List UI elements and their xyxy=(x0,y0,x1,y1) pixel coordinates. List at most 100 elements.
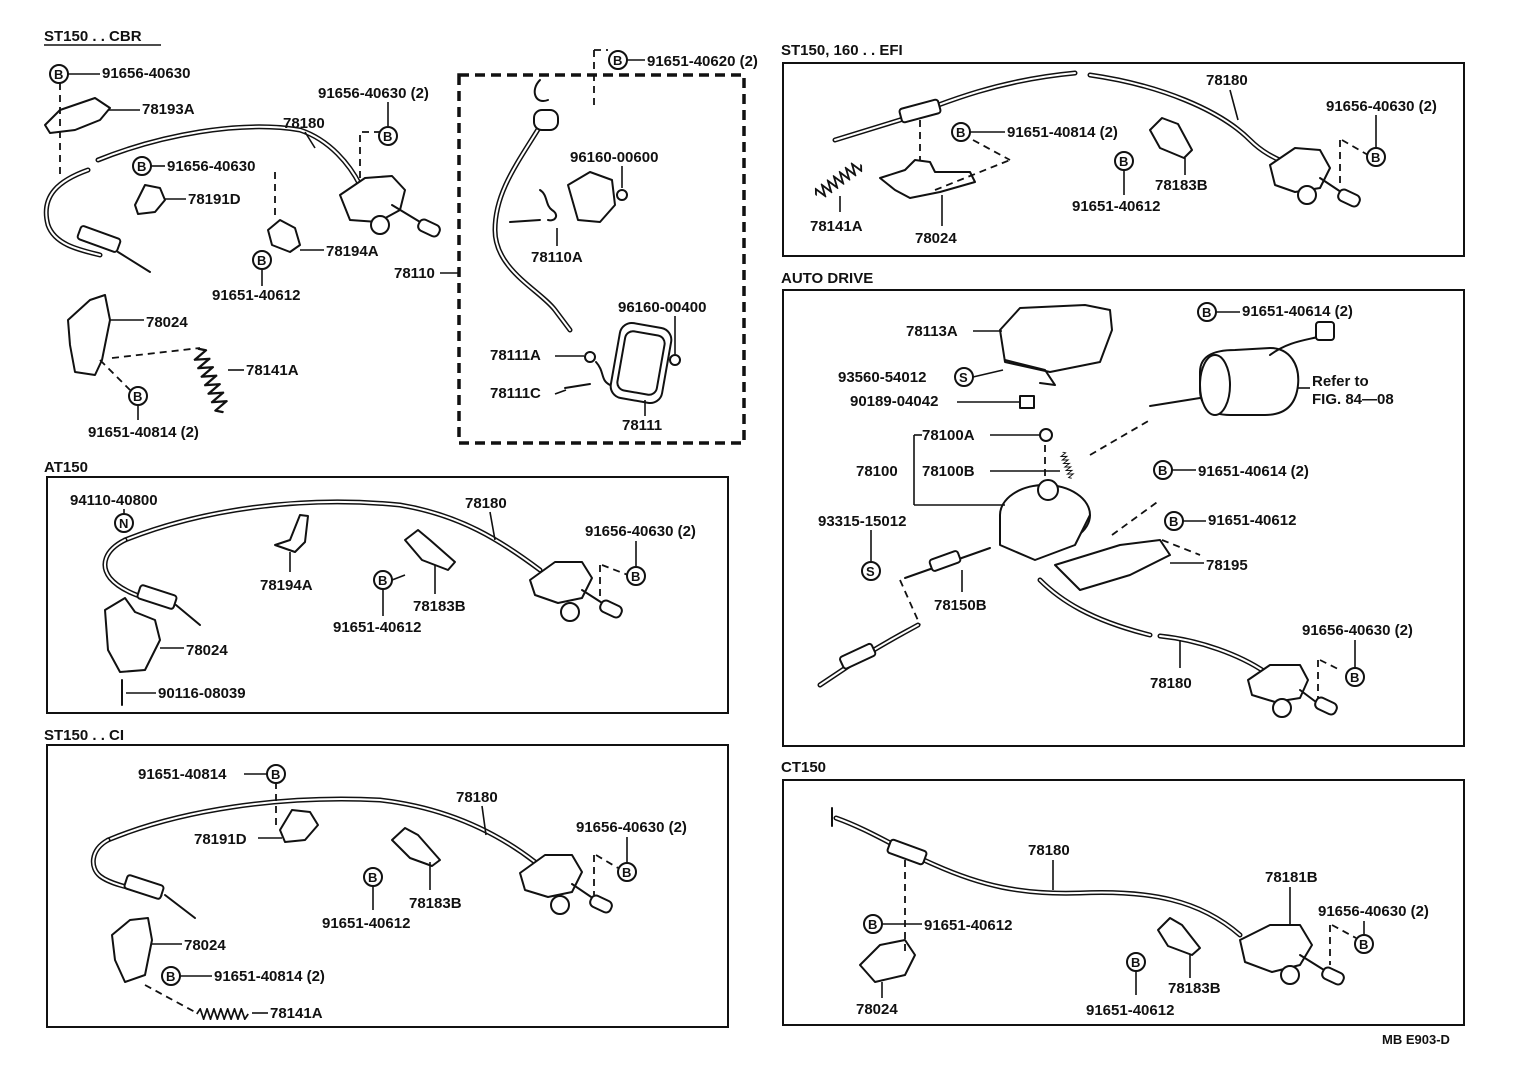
label-efi-91651-40612: 91651-40612 xyxy=(1072,198,1160,215)
label-ct150-91651-40612-b: 91651-40612 xyxy=(1086,1002,1174,1019)
svg-text:B: B xyxy=(1119,154,1128,169)
label-ci-78183b: 78183B xyxy=(409,895,462,912)
part-78193a xyxy=(44,97,111,134)
svg-text:B: B xyxy=(613,53,622,68)
part-cbr-bellcrank xyxy=(339,175,406,223)
section-title-auto-drive: AUTO DRIVE xyxy=(781,270,873,287)
frame-st150-ci xyxy=(46,744,729,1028)
label-at150-90116-08039: 90116-08039 xyxy=(158,685,246,702)
label-center-78111c: 78111C xyxy=(490,385,541,402)
svg-text:B: B xyxy=(1158,463,1167,478)
label-at150-78183b: 78183B xyxy=(413,598,466,615)
label-ci-91651-40612: 91651-40612 xyxy=(322,915,410,932)
frame-center-shift-lever xyxy=(457,73,746,445)
svg-text:B: B xyxy=(956,125,965,140)
part-efi-78183b xyxy=(1149,117,1193,159)
label-cbr-91651-40814-2: 91651-40814 (2) xyxy=(88,424,199,441)
svg-text:B: B xyxy=(1371,150,1380,165)
part-at150-78183b xyxy=(404,529,456,571)
label-at150-78194a: 78194A xyxy=(260,577,313,594)
label-auto-78100: 78100 xyxy=(856,463,898,480)
label-cbr-91656-40630: 91656-40630 xyxy=(102,65,190,82)
label-center-78110a: 78110A xyxy=(531,249,583,266)
label-ci-78180: 78180 xyxy=(456,789,498,806)
group-st150-ci: B B B B 91651-40814 78180 91656-40630 (2… xyxy=(90,764,687,1022)
svg-text:B: B xyxy=(133,389,142,404)
svg-text:B: B xyxy=(166,969,175,984)
group-ct150: B B B 78180 78181B 91656-40630 (2) 91651… xyxy=(831,807,1429,1019)
label-auto-78150b: 78150B xyxy=(934,597,987,614)
svg-text:B: B xyxy=(54,67,63,82)
svg-text:B: B xyxy=(622,865,631,880)
section-title-st150-ci: ST150 . . CI xyxy=(44,727,124,744)
svg-text:B: B xyxy=(1359,937,1368,952)
label-efi-78024: 78024 xyxy=(915,230,957,247)
label-ct150-78024: 78024 xyxy=(856,1001,898,1018)
label-auto-93315-15012: 93315-15012 xyxy=(818,513,906,530)
group-at150: N B B 94110-40800 78180 91656-40630 (2) … xyxy=(70,492,696,706)
label-auto-91651-40612: 91651-40612 xyxy=(1208,512,1296,529)
svg-text:B: B xyxy=(1202,305,1211,320)
label-ci-91656-40630-2: 91656-40630 (2) xyxy=(576,819,687,836)
label-efi-78183b: 78183B xyxy=(1155,177,1208,194)
svg-text:B: B xyxy=(868,917,877,932)
group-auto-drive: B S B B S B 78113A 91651-40614 (2) 93560… xyxy=(817,302,1413,718)
group-center-lever: B 91651-40620 (2) 96160-00600 78110A 781… xyxy=(394,49,758,434)
label-center-78110: 78110 xyxy=(394,265,435,282)
part-at150-78024 xyxy=(104,597,161,673)
label-ci-78024: 78024 xyxy=(184,937,226,954)
group-st150-efi: B B B 78180 91656-40630 (2) 91651-40814 … xyxy=(810,70,1437,247)
label-auto-refer-to: Refer to xyxy=(1312,373,1369,390)
frame-st150-efi xyxy=(782,62,1465,257)
label-auto-91651-40614-2b: 91651-40614 (2) xyxy=(1198,463,1309,480)
part-ci-78191d xyxy=(279,809,319,843)
label-center-96160-00400: 96160-00400 xyxy=(618,299,706,316)
svg-text:B: B xyxy=(1350,670,1359,685)
svg-text:N: N xyxy=(119,516,128,531)
section-title-st150-cbr: ST150 . . CBR xyxy=(44,28,142,45)
label-auto-78100b: 78100B xyxy=(922,463,975,480)
svg-text:B: B xyxy=(257,253,266,268)
part-at150-bellcrank xyxy=(529,561,593,604)
label-at150-91656-40630-2: 91656-40630 (2) xyxy=(585,523,696,540)
label-ci-78191d: 78191D xyxy=(194,831,247,848)
part-ct150-78024 xyxy=(859,939,916,983)
label-cbr-91651-40612: 91651-40612 xyxy=(212,287,300,304)
label-efi-78141a: 78141A xyxy=(810,218,863,235)
part-78194a xyxy=(267,219,301,253)
label-at150-78180: 78180 xyxy=(465,495,507,512)
svg-text:B: B xyxy=(631,569,640,584)
part-78191d xyxy=(134,184,166,215)
label-efi-91651-40814-2: 91651-40814 (2) xyxy=(1007,124,1118,141)
label-auto-78180: 78180 xyxy=(1150,675,1192,692)
label-center-96160-00600: 96160-00600 xyxy=(570,149,658,166)
label-ci-91651-40814-2: 91651-40814 (2) xyxy=(214,968,325,985)
label-center-91651-40620-2: 91651-40620 (2) xyxy=(647,53,758,70)
part-auto-bellcrank xyxy=(1247,664,1309,703)
svg-text:B: B xyxy=(1169,514,1178,529)
label-cbr-78024: 78024 xyxy=(146,314,188,331)
part-ci-78024 xyxy=(111,917,153,983)
part-78110a xyxy=(567,171,616,223)
label-cbr-91656-40630-b: 91656-40630 xyxy=(167,158,255,175)
label-ct150-78181b: 78181B xyxy=(1265,869,1318,886)
label-efi-78180: 78180 xyxy=(1206,72,1248,89)
svg-text:B: B xyxy=(137,159,146,174)
label-ct150-78180: 78180 xyxy=(1028,842,1070,859)
group-st150-cbr: B B B B B 91656-40630 78193A 91656-40630… xyxy=(43,64,441,441)
frame-at150 xyxy=(46,476,729,714)
svg-text:S: S xyxy=(866,564,875,579)
label-efi-91656-40630-2: 91656-40630 (2) xyxy=(1326,98,1437,115)
label-cbr-78141a: 78141A xyxy=(246,362,299,379)
label-auto-78100a: 78100A xyxy=(922,427,975,444)
label-cbr-78180: 78180 xyxy=(283,115,325,132)
label-ci-78141a: 78141A xyxy=(270,1005,323,1022)
part-ci-78183b xyxy=(391,827,441,867)
frame-ct150 xyxy=(782,779,1465,1026)
label-at150-91651-40612: 91651-40612 xyxy=(333,619,421,636)
part-ci-bellcrank xyxy=(519,854,583,898)
label-ct150-78183b: 78183B xyxy=(1168,980,1221,997)
part-78181b xyxy=(1239,924,1313,973)
label-ct150-91651-40612: 91651-40612 xyxy=(924,917,1012,934)
